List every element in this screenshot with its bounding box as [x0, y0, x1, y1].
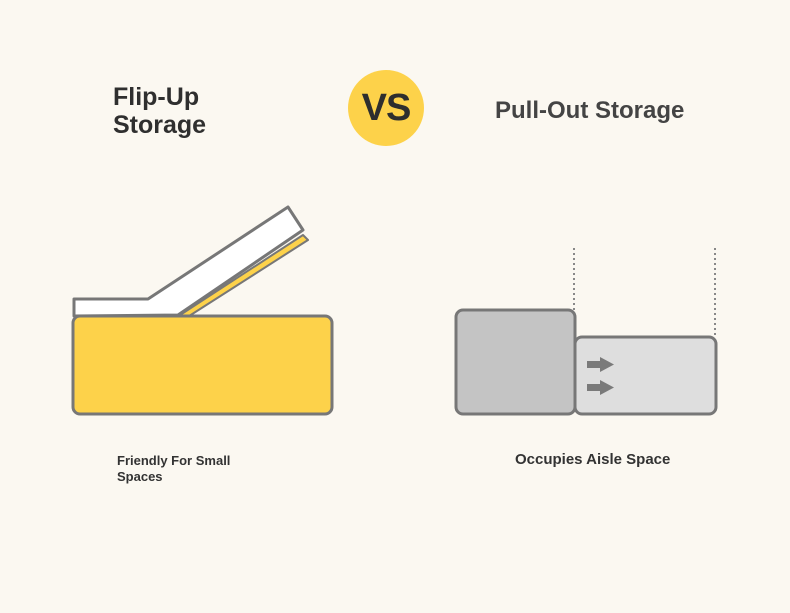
pull-out-caption: Occupies Aisle Space — [515, 451, 671, 468]
vs-label: VS — [361, 86, 412, 129]
flip-up-bed-illustration — [71, 205, 334, 416]
flip-up-storage-base — [71, 314, 334, 416]
pull-out-drawer — [573, 335, 718, 416]
flip-up-storage-title: Flip-Up Storage — [113, 83, 207, 139]
pull-out-bed-illustration — [454, 248, 718, 416]
arrow-right-icon — [587, 380, 614, 395]
arrow-right-icon — [587, 357, 614, 372]
flip-up-lid — [72, 205, 305, 318]
flip-up-caption: Friendly For Small Spaces — [117, 453, 231, 484]
pull-out-storage-title: Pull-Out Storage — [495, 97, 685, 124]
vs-badge: VS — [348, 70, 424, 146]
pull-out-fixed-block — [454, 308, 577, 416]
